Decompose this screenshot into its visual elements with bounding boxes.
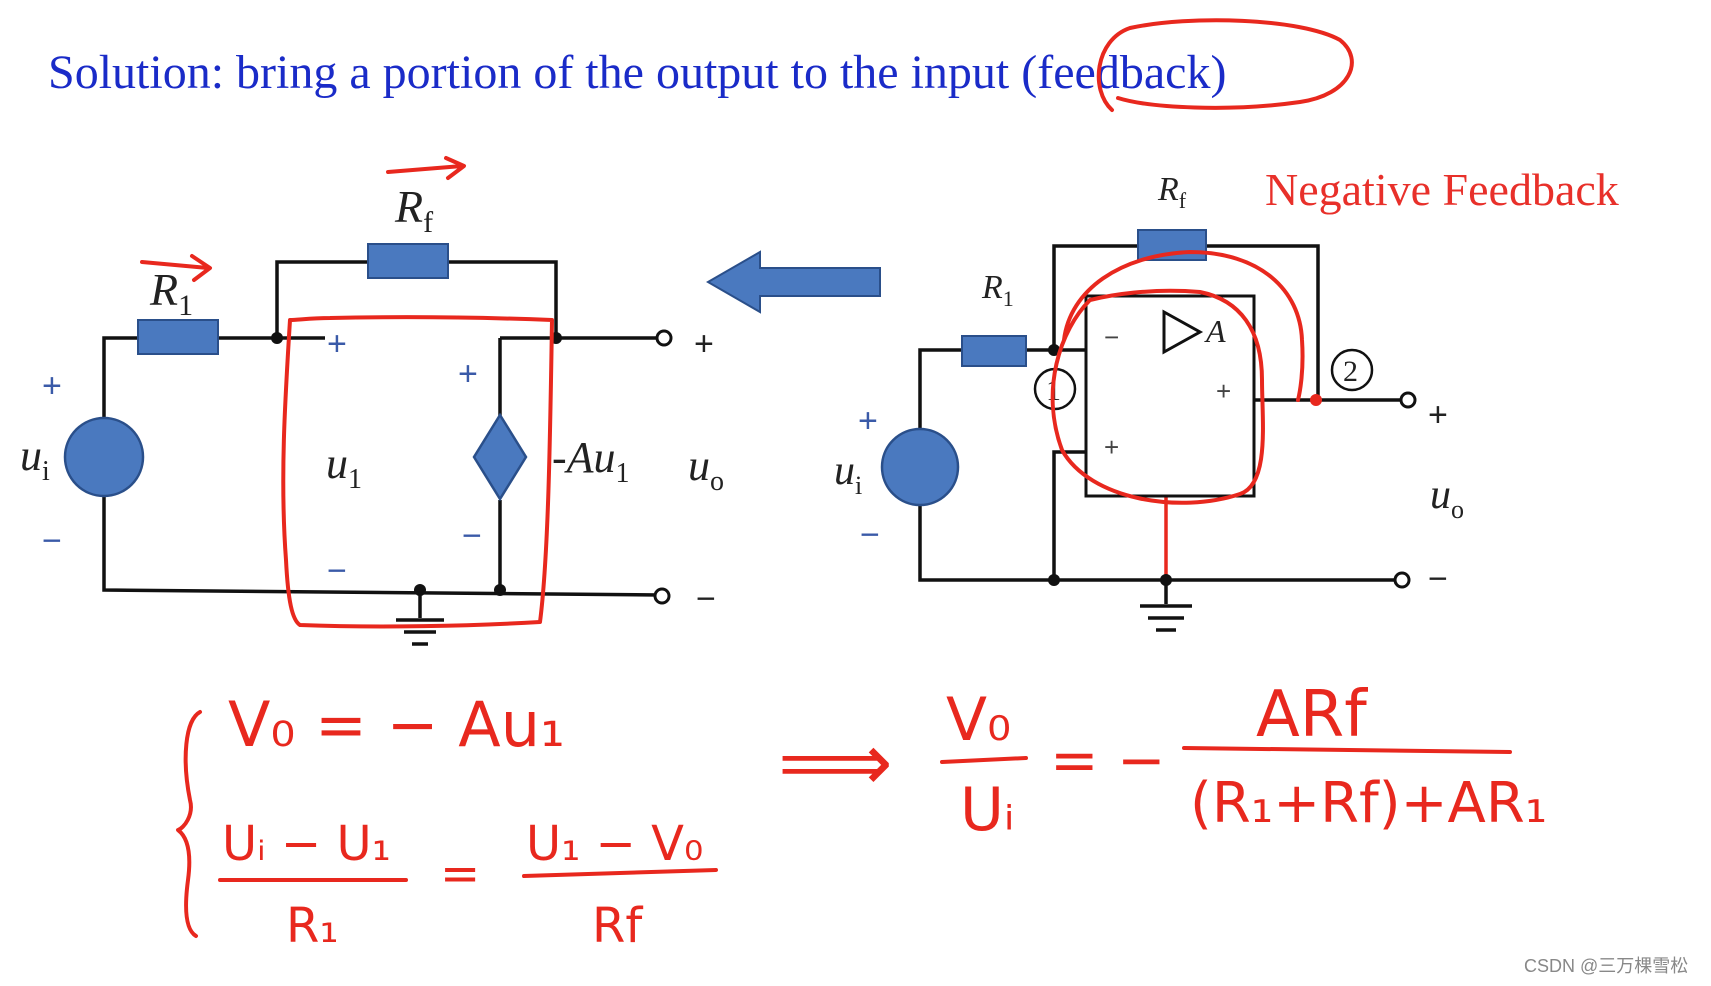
left-rf-label: Rf — [394, 181, 433, 239]
left-dependent-source — [472, 412, 528, 502]
right-red-loop-annotation — [1050, 250, 1305, 505]
equations: V₀ = − Au₁ Uᵢ − U₁ R₁ = U₁ − V₀ Rf ⟹ V₀ … — [176, 678, 1547, 954]
right-wire-src-top — [918, 348, 962, 465]
eq2-den-left: R₁ — [286, 898, 339, 954]
left-u1-label: u1 — [326, 439, 362, 495]
left-circuit: R1 Rf ui + − u1 + − -Au1 + − uo + − — [20, 156, 724, 646]
left-wire-rf-left — [275, 260, 368, 338]
negative-feedback-label: Negative Feedback — [1265, 164, 1619, 215]
left-out-minus: − — [696, 580, 716, 618]
left-resistor-r1 — [137, 319, 219, 355]
left-dep-minus: − — [462, 517, 482, 555]
left-src-plus: + — [42, 367, 62, 405]
left-out-plus: + — [694, 325, 714, 363]
watermark: CSDN @三万棵雪松 — [1524, 956, 1688, 976]
right-node-ground — [1160, 574, 1172, 586]
right-r1-label: R1 — [981, 269, 1014, 311]
left-u1-minus: − — [327, 552, 347, 590]
result-frac-left — [940, 756, 1028, 764]
left-r1-arrow-annotation — [140, 254, 212, 282]
left-rf-arrow-annotation — [386, 156, 466, 180]
left-source-label: ui — [20, 431, 50, 487]
left-node-ground — [414, 584, 426, 596]
opamp-triangle-icon — [1162, 309, 1204, 355]
right-resistor-rf — [1137, 229, 1207, 261]
direction-arrow-icon — [705, 250, 881, 314]
left-node-u1 — [271, 332, 283, 344]
left-red-box-annotation — [281, 315, 554, 629]
right-node2-label: 2 — [1343, 355, 1358, 388]
right-opamp-label: A — [1204, 313, 1226, 349]
left-node-dep-bottom — [494, 584, 506, 596]
right-wire-rf-left — [1052, 244, 1138, 350]
eq2-den-right: Rf — [592, 898, 643, 954]
right-node-out — [1310, 394, 1322, 406]
right-src-minus: − — [860, 516, 880, 554]
right-terminal-top[interactable] — [1399, 391, 1417, 409]
title-prefix: Solution: bring a portion of the output … — [48, 46, 1021, 99]
right-node-inv — [1048, 344, 1060, 356]
eq2-num-right: U₁ − V₀ — [526, 816, 703, 872]
left-src-minus: − — [42, 522, 62, 560]
right-node2-marker — [1330, 348, 1374, 392]
right-out-plus: + — [1428, 396, 1448, 434]
eq1-text: V₀ = − Au₁ — [228, 688, 565, 761]
right-opamp-noninv: + — [1104, 432, 1119, 462]
left-dep-plus: + — [458, 355, 478, 393]
right-terminal-bottom[interactable] — [1393, 571, 1411, 589]
right-source-label: ui — [834, 448, 862, 500]
right-circuit: R1 Rf ui + − A − + + 1 2 uo + − — [834, 171, 1464, 632]
right-node-bottom — [1048, 574, 1060, 586]
left-wire-rf-right — [448, 260, 558, 338]
left-terminal-top[interactable] — [655, 329, 673, 347]
result-equals: = − — [1050, 726, 1166, 794]
right-rf-label: Rf — [1157, 171, 1187, 213]
eq2-frac-right — [522, 868, 718, 878]
right-opamp-inv: − — [1104, 322, 1119, 352]
left-voltage-source — [63, 416, 145, 498]
result-den-left: Uᵢ — [960, 775, 1015, 845]
result-num-right: ARf — [1256, 678, 1368, 752]
right-wire-noninv — [1052, 450, 1086, 580]
result-frac-right — [1182, 746, 1512, 754]
system-brace — [176, 710, 202, 938]
result-num-left: V₀ — [946, 685, 1011, 755]
result-den-right: (R₁+Rf)+AR₁ — [1190, 771, 1547, 836]
eq2-num-left: Uᵢ − U₁ — [222, 816, 391, 872]
title-highlight: (feedback) — [1021, 46, 1226, 99]
left-dep-label: -Au1 — [552, 433, 630, 489]
left-resistor-rf — [367, 243, 449, 279]
feedback-circle-annotation — [1096, 18, 1354, 112]
implies-arrow: ⟹ — [778, 716, 893, 809]
right-opamp-out-plus: + — [1216, 376, 1231, 406]
right-wire-rf-right — [1206, 244, 1320, 400]
left-terminal-bottom[interactable] — [653, 587, 671, 605]
eq2-equals: = — [440, 846, 480, 902]
right-src-plus: + — [858, 402, 878, 440]
left-r1-label: R1 — [149, 264, 193, 322]
left-u1-plus: + — [327, 325, 347, 363]
left-wire-bottom — [102, 495, 661, 597]
right-out-minus: − — [1428, 560, 1448, 598]
right-voltage-source — [880, 427, 960, 507]
left-out-label: uo — [688, 441, 724, 497]
right-resistor-r1 — [961, 335, 1027, 367]
right-out-label: uo — [1430, 472, 1464, 524]
slide-title: Solution: bring a portion of the output … — [48, 46, 1226, 99]
